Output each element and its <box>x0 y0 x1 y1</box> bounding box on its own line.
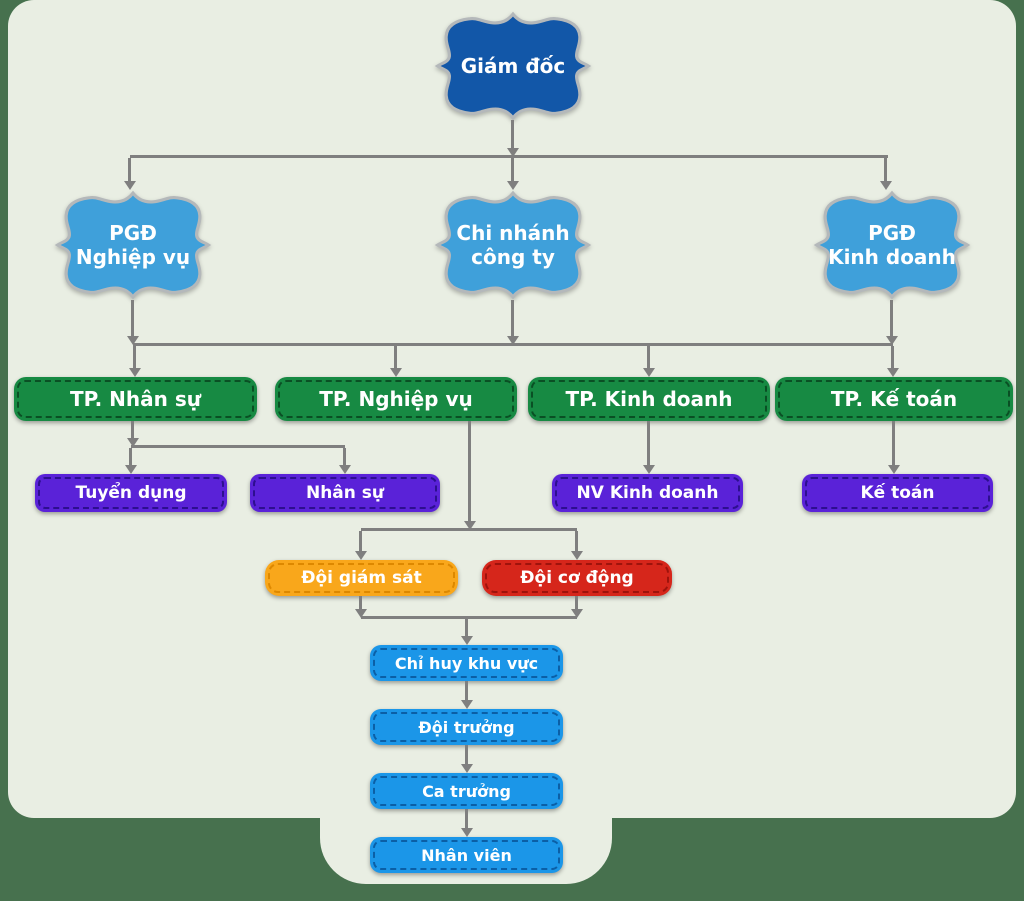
connector-line <box>130 155 888 158</box>
connector-line <box>575 596 578 610</box>
arrow-down-icon <box>461 764 473 773</box>
arrow-down-icon <box>461 828 473 837</box>
node-label-line1: Chi nhánh <box>456 221 570 245</box>
connector-line <box>133 343 893 346</box>
arrow-down-icon <box>461 700 473 709</box>
connector-line <box>128 158 131 181</box>
arrow-down-icon <box>355 609 367 618</box>
node-chi-huy-khu-vuc: Chỉ huy khu vực <box>370 645 563 681</box>
node-giam-doc: Giám đốc <box>433 11 593 121</box>
node-label: Chỉ huy khu vực <box>394 653 539 673</box>
arrow-down-icon <box>127 336 139 345</box>
arrow-down-icon <box>464 521 476 530</box>
node-label: Giám đốc <box>460 54 566 78</box>
connector-line <box>361 616 577 619</box>
connector-line <box>468 421 471 521</box>
node-label: TP. Kinh doanh <box>565 387 733 411</box>
node-pgd-nghiep-vu: PGĐ Nghiệp vụ <box>53 190 213 300</box>
bracket-shape-icon <box>813 190 971 300</box>
node-label: Nhân viên <box>421 845 512 865</box>
bracket-shape-icon <box>434 11 592 121</box>
node-label-line1: PGĐ <box>109 221 157 245</box>
connector-line <box>884 158 887 181</box>
arrow-down-icon <box>507 148 519 157</box>
node-nhan-vien: Nhân viên <box>370 837 563 873</box>
node-label: Nhân sự <box>305 483 385 503</box>
node-label-line2: Nghiệp vụ <box>75 245 191 269</box>
connector-line <box>394 346 397 368</box>
arrow-down-icon <box>507 336 519 345</box>
arrow-down-icon <box>886 336 898 345</box>
connector-line <box>133 346 136 368</box>
connector-line <box>131 421 134 439</box>
node-label: Kế toán <box>860 483 935 503</box>
connector-line <box>465 809 468 828</box>
node-ke-toan: Kế toán <box>802 474 993 512</box>
connector-line <box>511 158 514 181</box>
arrow-down-icon <box>127 438 139 447</box>
arrow-down-icon <box>571 551 583 560</box>
bracket-shape-icon <box>434 190 592 300</box>
node-label: Ca trưởng <box>422 781 511 801</box>
bracket-shape-icon <box>54 190 212 300</box>
arrow-down-icon <box>125 465 137 474</box>
arrow-down-icon <box>355 551 367 560</box>
arrow-down-icon <box>339 465 351 474</box>
connector-line <box>511 300 514 336</box>
arrow-down-icon <box>880 181 892 190</box>
arrow-down-icon <box>643 465 655 474</box>
arrow-down-icon <box>507 181 519 190</box>
node-doi-truong: Đội trưởng <box>370 709 563 745</box>
arrow-down-icon <box>888 465 900 474</box>
connector-line <box>575 531 578 551</box>
arrow-down-icon <box>461 636 473 645</box>
node-tuyen-dung: Tuyển dụng <box>35 474 227 512</box>
arrow-down-icon <box>124 181 136 190</box>
node-doi-co-dong: Đội cơ động <box>482 560 672 596</box>
connector-line <box>129 448 132 465</box>
connector-line <box>359 596 362 610</box>
node-tp-nhan-su: TP. Nhân sự <box>14 377 257 421</box>
node-doi-giam-sat: Đội giám sát <box>265 560 458 596</box>
connector-line <box>892 421 895 465</box>
connector-line <box>359 531 362 551</box>
node-ca-truong: Ca trưởng <box>370 773 563 809</box>
node-label: Tuyển dụng <box>75 483 187 503</box>
connector-line <box>131 300 134 336</box>
node-label-line2: công ty <box>471 245 555 269</box>
node-label: TP. Nghiệp vụ <box>319 387 473 411</box>
arrow-down-icon <box>571 609 583 618</box>
connector-line <box>131 445 345 448</box>
connector-line <box>890 300 893 336</box>
node-tp-kinh-doanh: TP. Kinh doanh <box>528 377 770 421</box>
connector-line <box>465 619 468 636</box>
node-nv-kinh-doanh: NV Kinh doanh <box>552 474 743 512</box>
connector-line <box>465 745 468 764</box>
node-label: Đội trưởng <box>418 717 515 737</box>
arrow-down-icon <box>643 368 655 377</box>
connector-line <box>361 528 577 531</box>
node-label-line1: PGĐ <box>868 221 916 245</box>
node-pgd-kinh-doanh: PGĐ Kinh doanh <box>812 190 972 300</box>
connector-line <box>647 346 650 368</box>
node-chi-nhanh-cong-ty: Chi nhánh công ty <box>433 190 593 300</box>
node-tp-nghiep-vu: TP. Nghiệp vụ <box>275 377 517 421</box>
arrow-down-icon <box>129 368 141 377</box>
node-label-line2: Kinh doanh <box>828 245 956 269</box>
node-label: NV Kinh doanh <box>576 483 719 503</box>
node-nhan-su: Nhân sự <box>250 474 440 512</box>
arrow-down-icon <box>390 368 402 377</box>
node-tp-ke-toan: TP. Kế toán <box>775 377 1013 421</box>
arrow-down-icon <box>887 368 899 377</box>
connector-line <box>647 421 650 465</box>
node-label: Đội cơ động <box>520 568 634 588</box>
connector-line <box>343 448 346 465</box>
node-label: TP. Kế toán <box>830 387 958 411</box>
node-label: TP. Nhân sự <box>69 387 201 411</box>
connector-line <box>511 120 514 148</box>
connector-line <box>465 681 468 700</box>
connector-line <box>891 346 894 368</box>
node-label: Đội giám sát <box>301 568 422 588</box>
